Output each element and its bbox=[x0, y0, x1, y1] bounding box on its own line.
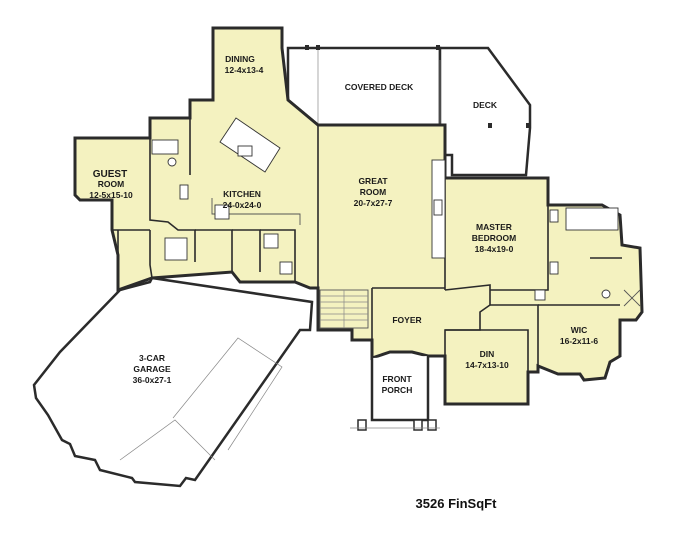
kitchen-island bbox=[219, 117, 281, 173]
deck-label: DECK bbox=[473, 100, 498, 110]
dryer bbox=[279, 261, 293, 275]
range bbox=[214, 204, 230, 220]
garage-area bbox=[32, 276, 314, 488]
great-room-label-2: ROOM bbox=[360, 187, 386, 197]
guest-sink bbox=[179, 184, 189, 200]
windows bbox=[305, 45, 530, 128]
foyer-label: FOYER bbox=[392, 315, 421, 325]
master-tub bbox=[565, 207, 619, 231]
kitchen-counter bbox=[211, 198, 301, 225]
din-label: DIN bbox=[480, 349, 495, 359]
garage-size: 36-0x27-1 bbox=[133, 375, 172, 385]
kitchen-size: 24-0x24-0 bbox=[223, 200, 262, 210]
wic-label: WIC bbox=[571, 325, 588, 335]
covered-deck-label: COVERED DECK bbox=[345, 82, 414, 92]
porch-label-1: FRONT bbox=[382, 374, 412, 384]
front-porch bbox=[350, 356, 440, 431]
guest-label-2: ROOM bbox=[98, 179, 124, 189]
deck-area bbox=[438, 46, 532, 177]
master-sink-1 bbox=[549, 209, 559, 223]
dining-label: DINING bbox=[225, 54, 255, 64]
dining-size: 12-4x13-4 bbox=[225, 65, 264, 75]
washer bbox=[164, 237, 188, 261]
utility-sink bbox=[263, 233, 279, 249]
finished-sqft: 3526 FinSqFt bbox=[416, 496, 498, 511]
stairs bbox=[319, 289, 369, 329]
master-label-1: MASTER bbox=[476, 222, 512, 232]
wic-size: 16-2x11-6 bbox=[560, 336, 599, 346]
garage-label-2: GARAGE bbox=[133, 364, 171, 374]
master-sink-2 bbox=[549, 261, 559, 275]
garage-label-1: 3-CAR bbox=[139, 353, 165, 363]
great-room-label-1: GREAT bbox=[358, 176, 388, 186]
guest-label-1: GUEST bbox=[93, 169, 127, 180]
kitchen-label: KITCHEN bbox=[223, 189, 261, 199]
great-room-size: 20-7x27-7 bbox=[354, 198, 393, 208]
din-size: 14-7x13-10 bbox=[465, 360, 509, 370]
guest-toilet bbox=[167, 157, 177, 167]
master-label-2: BEDROOM bbox=[472, 233, 516, 243]
porch-label-2: PORCH bbox=[382, 385, 413, 395]
guest-tub bbox=[151, 139, 179, 155]
guest-size: 12-5x15-10 bbox=[89, 190, 133, 200]
powder-toilet bbox=[534, 289, 546, 301]
interior-walls bbox=[112, 118, 622, 372]
master-size: 18-4x19-0 bbox=[475, 244, 514, 254]
master-toilet bbox=[601, 289, 611, 299]
